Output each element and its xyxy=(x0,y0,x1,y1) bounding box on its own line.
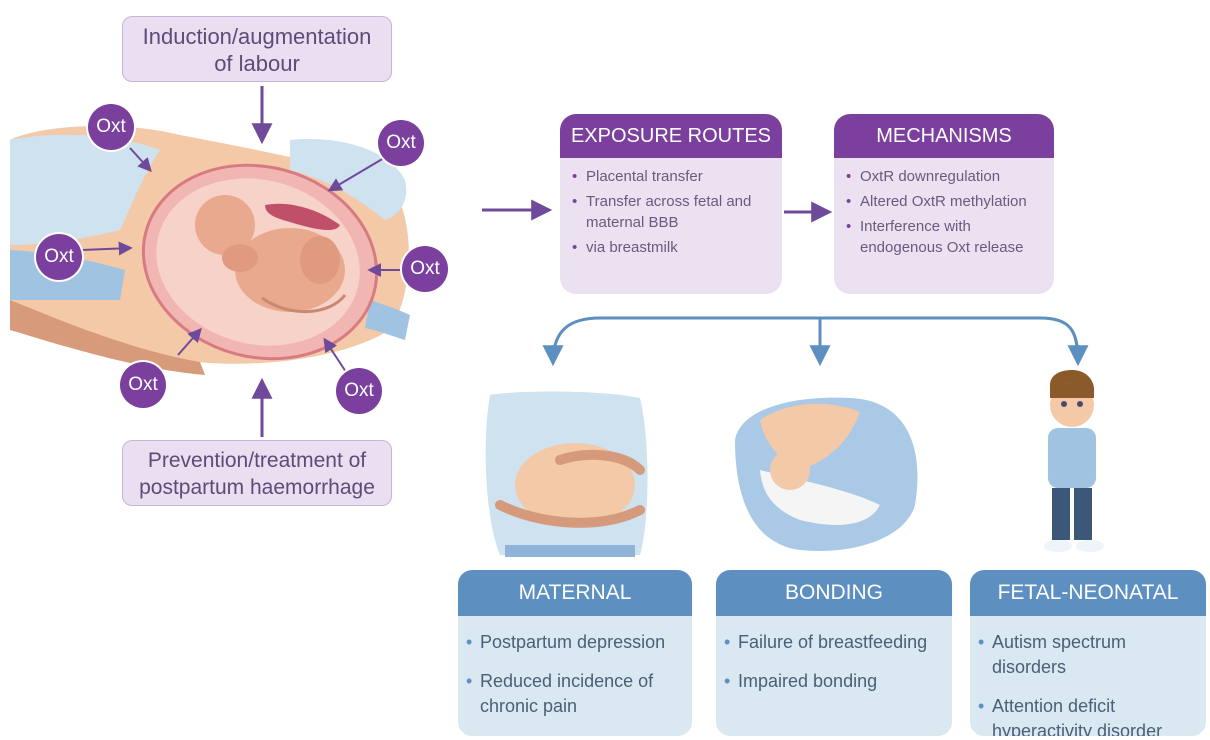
mechanisms-title: MECHANISMS xyxy=(834,114,1054,158)
fetal-neonatal-title: FETAL-NEONATAL xyxy=(970,570,1206,616)
list-item: Transfer across fetal and maternal BBB xyxy=(572,191,772,233)
list-item: Interference with endogenous Oxt release xyxy=(846,216,1044,258)
oxt-bubble-bottom-left: Oxt xyxy=(120,362,166,408)
oxt-bubble-bottom-right: Oxt xyxy=(336,368,382,414)
list-item: Impaired bonding xyxy=(724,669,946,694)
outcome-branch-arrows xyxy=(553,318,1078,362)
maternal-illustration xyxy=(486,392,648,557)
list-item: Altered OxtR methylation xyxy=(846,191,1044,212)
mechanisms-list: OxtR downregulation Altered OxtR methyla… xyxy=(834,158,1054,258)
prevention-label-box: Prevention/treatment of postpartum haemo… xyxy=(122,440,392,506)
list-item: Postpartum depression xyxy=(466,630,686,655)
mechanisms-card: MECHANISMS OxtR downregulation Altered O… xyxy=(834,114,1054,294)
oxt-bubble-top-right: Oxt xyxy=(378,120,424,166)
fetal-neonatal-list: Autism spectrum disorders Attention defi… xyxy=(970,616,1206,736)
exposure-routes-title: EXPOSURE ROUTES xyxy=(560,114,782,158)
maternal-list: Postpartum depression Reduced incidence … xyxy=(458,616,692,719)
bonding-list: Failure of breastfeeding Impaired bondin… xyxy=(716,616,952,694)
list-item: Reduced incidence of chronic pain xyxy=(466,669,686,719)
maternal-card: MATERNAL Postpartum depression Reduced i… xyxy=(458,570,692,736)
maternal-title: MATERNAL xyxy=(458,570,692,616)
oxt-bubble-left: Oxt xyxy=(36,234,82,280)
induction-label-box: Induction/augmentation of labour xyxy=(122,16,392,82)
list-item: via breastmilk xyxy=(572,237,772,258)
list-item: OxtR downregulation xyxy=(846,166,1044,187)
bonding-title: BONDING xyxy=(716,570,952,616)
list-item: Failure of breastfeeding xyxy=(724,630,946,655)
bonding-illustration xyxy=(735,398,917,551)
child-illustration xyxy=(1044,370,1104,552)
exposure-routes-list: Placental transfer Transfer across fetal… xyxy=(560,158,782,258)
fetal-neonatal-card: FETAL-NEONATAL Autism spectrum disorders… xyxy=(970,570,1206,736)
oxt-bubble-right: Oxt xyxy=(402,246,448,292)
bonding-card: BONDING Failure of breastfeeding Impaire… xyxy=(716,570,952,736)
list-item: Attention deficit hyperactivity disorder xyxy=(978,694,1200,736)
list-item: Placental transfer xyxy=(572,166,772,187)
exposure-routes-card: EXPOSURE ROUTES Placental transfer Trans… xyxy=(560,114,782,294)
prevention-line1: Prevention/treatment of xyxy=(123,447,391,474)
induction-line1: Induction/augmentation xyxy=(123,23,391,50)
prevention-line2: postpartum haemorrhage xyxy=(123,474,391,501)
list-item: Autism spectrum disorders xyxy=(978,630,1200,680)
induction-line2: of labour xyxy=(123,50,391,77)
oxt-bubble-top-left: Oxt xyxy=(88,104,134,150)
